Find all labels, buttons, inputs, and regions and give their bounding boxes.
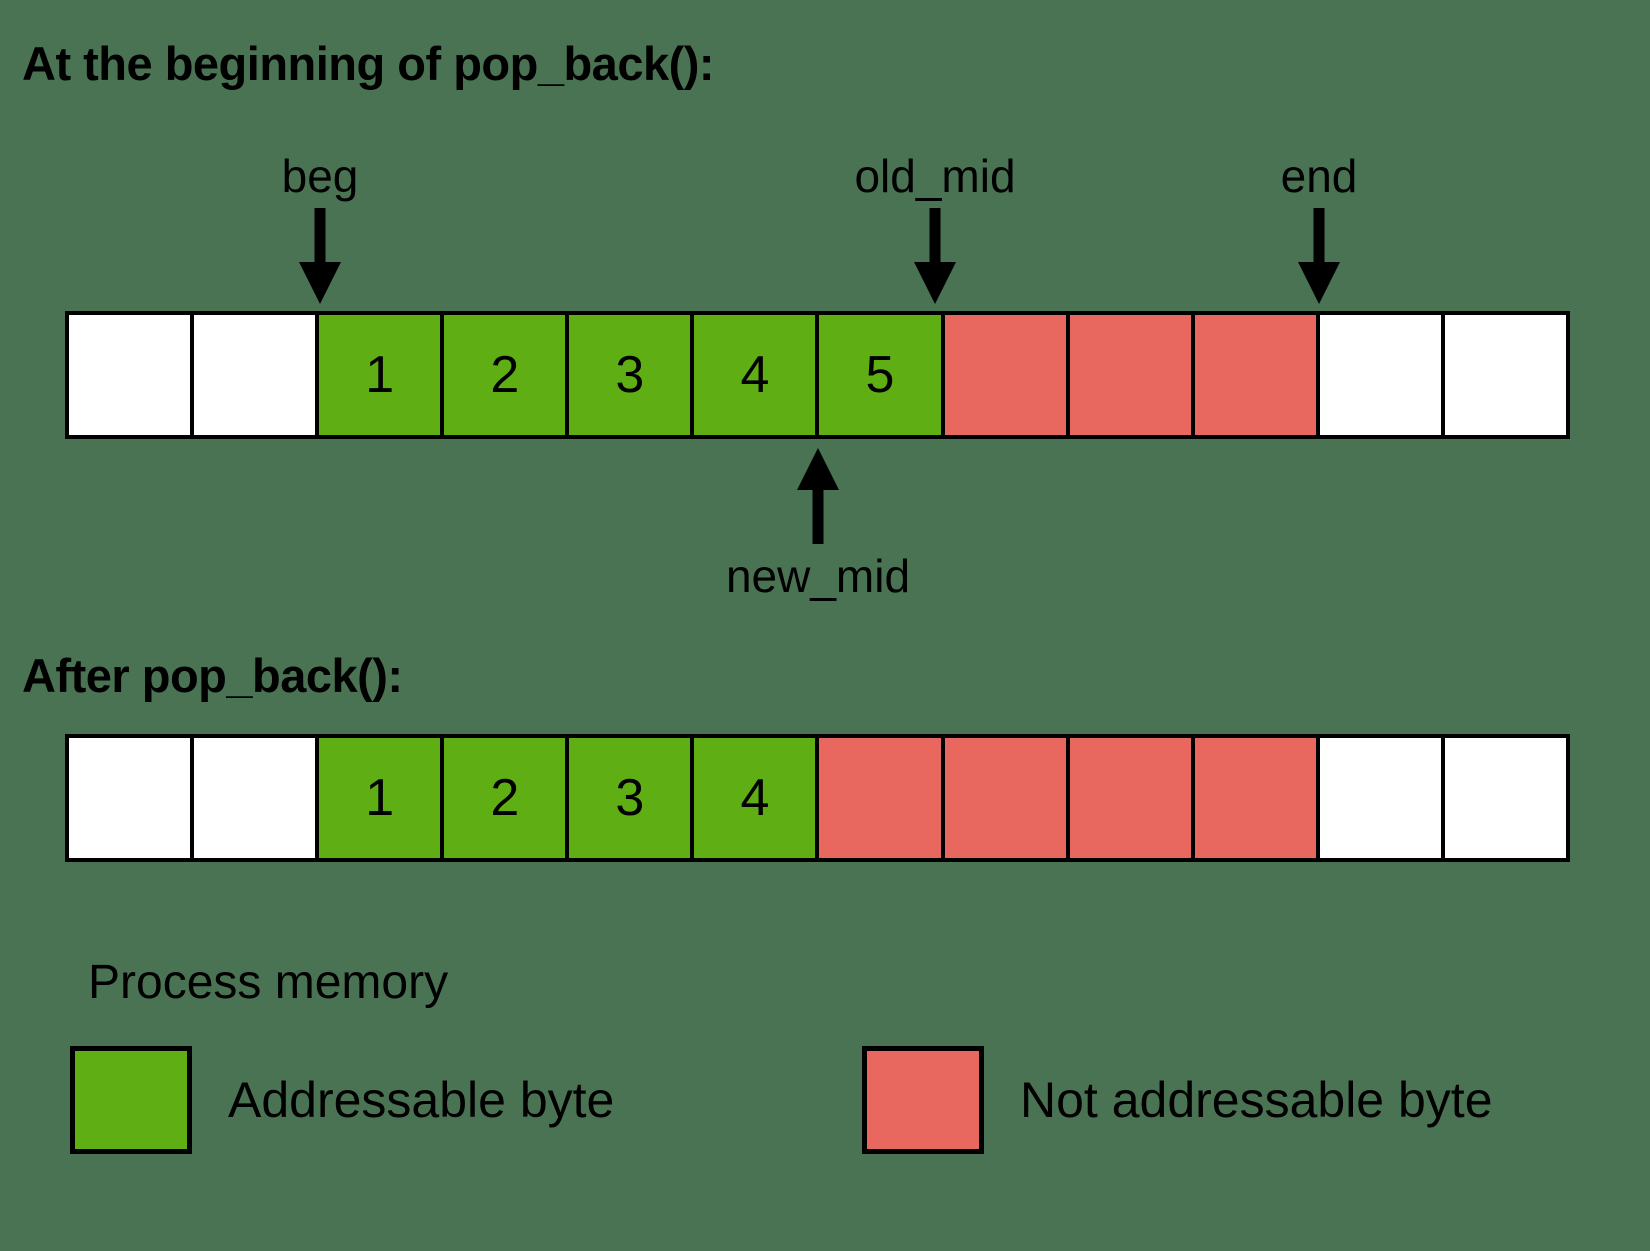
pointer-end: end <box>1189 152 1449 305</box>
section-heading-before: At the beginning of pop_back(): <box>22 37 715 90</box>
memory-cell: 2 <box>444 738 570 858</box>
memory-cell: 4 <box>694 315 820 435</box>
arrow-down-icon <box>299 208 341 305</box>
pointer-old-mid-label: old_mid <box>854 150 1016 202</box>
memory-cell: 5 <box>819 315 945 435</box>
memory-cell <box>1444 315 1566 435</box>
legend-title: Process memory <box>88 956 449 1009</box>
memory-cell <box>1194 315 1320 435</box>
pointer-end-label: end <box>1280 150 1358 202</box>
memory-cell <box>69 315 195 435</box>
memory-row-after: 1 2 3 4 <box>65 734 1570 862</box>
legend-label-not-addressable: Not addressable byte <box>1020 1072 1493 1128</box>
memory-cell: 3 <box>569 738 695 858</box>
memory-cell <box>69 738 195 858</box>
legend-swatch-addressable <box>70 1046 192 1154</box>
legend-swatch-not-addressable <box>862 1046 984 1154</box>
memory-cell <box>1194 738 1320 858</box>
memory-cell: 1 <box>319 738 445 858</box>
memory-cell: 2 <box>444 315 570 435</box>
memory-cell: 4 <box>694 738 820 858</box>
memory-cell: 1 <box>319 315 445 435</box>
pointer-old-mid: old_mid <box>805 152 1065 305</box>
arrow-down-icon <box>914 208 956 305</box>
memory-row-before: 1 2 3 4 5 <box>65 311 1570 439</box>
memory-cell <box>819 738 945 858</box>
legend-item-addressable: Addressable byte <box>70 1046 614 1154</box>
memory-cell <box>1319 315 1445 435</box>
arrow-up-icon <box>797 448 839 544</box>
section-heading-after: After pop_back(): <box>22 649 403 702</box>
legend-item-not-addressable: Not addressable byte <box>862 1046 1493 1154</box>
memory-cell <box>1319 738 1445 858</box>
memory-cell <box>1069 315 1195 435</box>
legend-label-addressable: Addressable byte <box>228 1072 615 1128</box>
arrow-down-icon <box>1298 208 1340 305</box>
pointer-beg-label: beg <box>281 150 359 202</box>
memory-cell <box>944 315 1070 435</box>
memory-cell <box>1444 738 1566 858</box>
pointer-new-mid-label: new_mid <box>725 550 911 602</box>
memory-cell <box>194 738 320 858</box>
memory-cell <box>1069 738 1195 858</box>
memory-cell <box>194 315 320 435</box>
memory-cell <box>944 738 1070 858</box>
pointer-beg: beg <box>190 152 450 305</box>
pointer-new-mid: new_mid <box>688 447 948 600</box>
memory-cell: 3 <box>569 315 695 435</box>
